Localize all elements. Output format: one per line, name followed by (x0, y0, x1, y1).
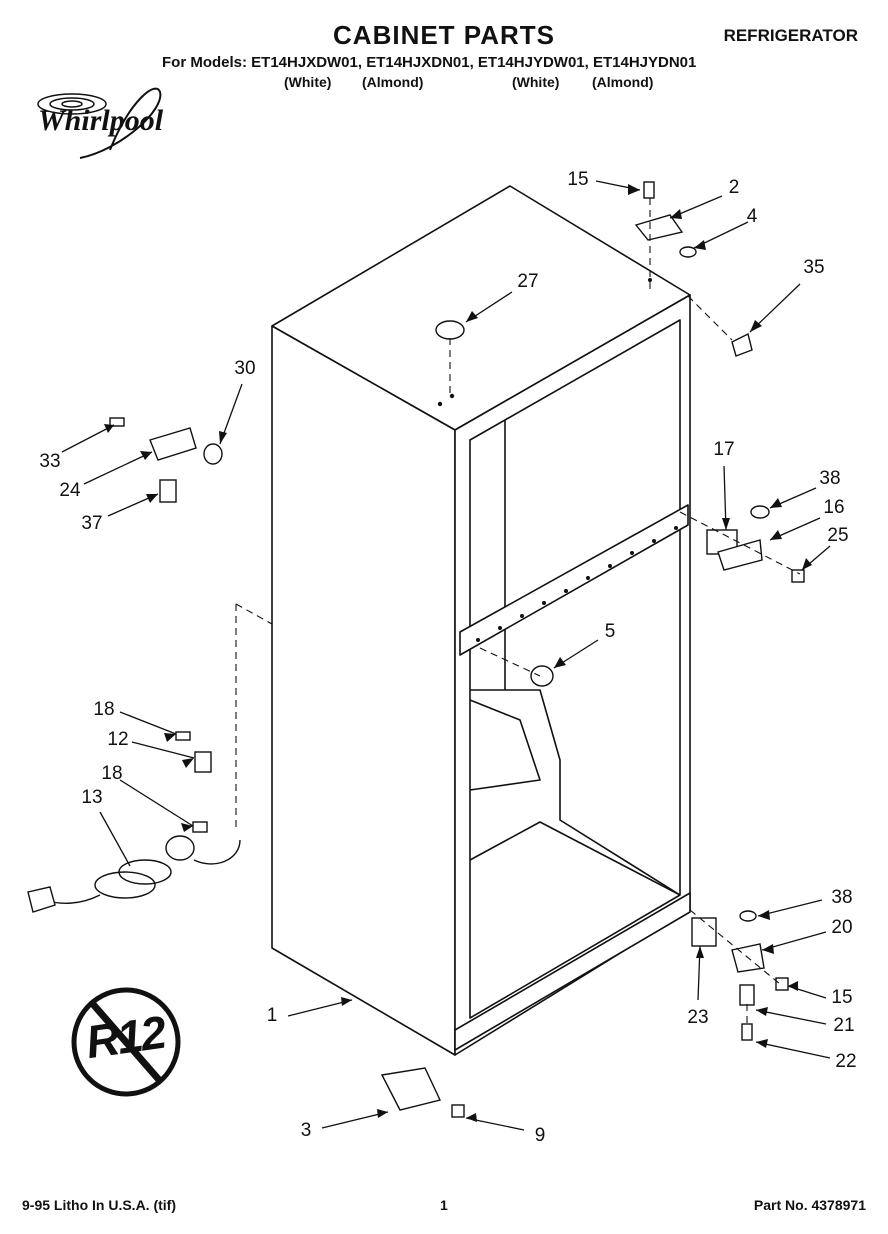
dashed-guides (235, 198, 801, 1024)
callout-16: 16 (823, 497, 845, 518)
callout-12: 12 (107, 729, 129, 750)
footer-print-info: 9-95 Litho In U.S.A. (tif) (22, 1197, 176, 1213)
model-color-2: (Almond) (362, 74, 424, 90)
callout-18-upper: 18 (93, 699, 115, 720)
leveling-leg-part (380, 1067, 465, 1118)
callout-23: 23 (687, 1007, 709, 1028)
callout-4: 4 (746, 206, 758, 227)
callout-9: 9 (534, 1125, 546, 1146)
callout-3: 3 (300, 1120, 312, 1141)
model-color-3: (White) (512, 74, 560, 90)
brand-logo-text: Whirlpool (38, 104, 164, 137)
callout-13: 13 (81, 787, 103, 808)
no-r12-icon (71, 987, 181, 1097)
callout-27: 27 (517, 271, 539, 292)
whirlpool-logo-icon (37, 87, 162, 159)
callout-5: 5 (604, 621, 616, 642)
callout-35: 35 (803, 257, 825, 278)
callout-22: 22 (835, 1051, 857, 1072)
cord-clip-part (175, 731, 212, 833)
model-color-4: (Almond) (592, 74, 654, 90)
power-cord-part (27, 835, 241, 913)
callout-15-top: 15 (567, 169, 589, 190)
rail-holes (437, 278, 678, 642)
callout-30: 30 (234, 358, 256, 379)
callout-38-top: 38 (819, 468, 841, 489)
arrow-heads (104, 184, 812, 1122)
middle-hinge-part (706, 505, 805, 583)
footer-page-number: 1 (440, 1197, 448, 1213)
callout-24: 24 (59, 480, 81, 501)
callout-38-bottom: 38 (831, 887, 853, 908)
callout-1: 1 (266, 1005, 278, 1026)
callout-20: 20 (831, 917, 853, 938)
top-hinge-part (634, 181, 753, 357)
page-title: CABINET PARTS (333, 20, 555, 50)
category-label: REFRIGERATOR (723, 26, 858, 45)
cabinet (271, 185, 691, 1056)
callout-15-bottom: 15 (831, 987, 853, 1008)
callout-21: 21 (833, 1015, 855, 1036)
top-plug-part (435, 320, 465, 340)
callout-33: 33 (39, 451, 61, 472)
footer-part-number: Part No. 4378971 (753, 1197, 866, 1213)
callout-17: 17 (713, 439, 735, 460)
callout-25: 25 (827, 525, 849, 546)
callout-2: 2 (728, 177, 740, 198)
models-line: For Models: ET14HJXDW01, ET14HJXDN01, ET… (162, 54, 697, 71)
rail-plug-part (530, 665, 554, 687)
callout-18-lower: 18 (101, 763, 123, 784)
left-hinge-part (109, 417, 223, 503)
callout-37: 37 (81, 513, 103, 534)
no-r12-badge-text: R12 (82, 1005, 168, 1069)
model-color-1: (White) (284, 74, 332, 90)
